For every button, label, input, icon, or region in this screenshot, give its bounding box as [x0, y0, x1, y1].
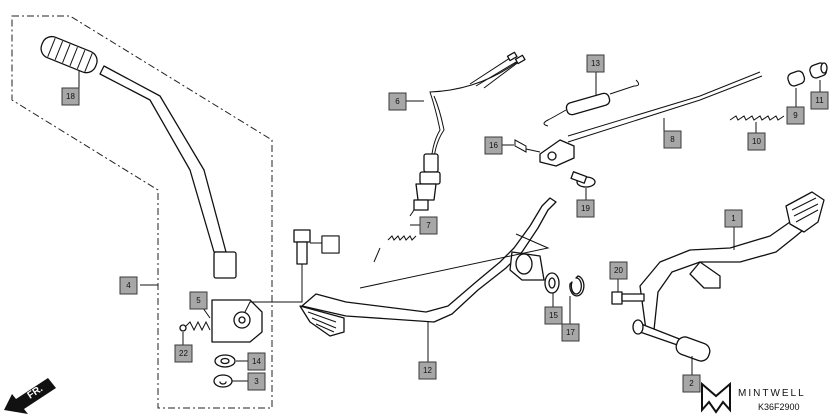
- callout-empty: [321, 235, 340, 254]
- brand-name: MINTWELL: [738, 388, 806, 399]
- brake-spring: [729, 115, 785, 121]
- callout-13: 13: [586, 54, 605, 73]
- callout-22: 22: [174, 344, 193, 363]
- svg-text:1: 1: [731, 214, 736, 223]
- detent-ball: [179, 324, 187, 332]
- svg-text:4: 4: [126, 281, 131, 290]
- joint: [809, 62, 828, 79]
- svg-text:2: 2: [689, 379, 694, 388]
- joint-pin: [570, 171, 596, 188]
- svg-text:13: 13: [591, 59, 600, 68]
- svg-text:6: 6: [395, 97, 400, 106]
- callout-12: 12: [418, 361, 437, 380]
- callout-6: 6: [388, 92, 407, 111]
- svg-text:5: 5: [196, 296, 201, 305]
- callout-11: 11: [810, 91, 829, 110]
- callout-17: 17: [561, 323, 580, 342]
- shift-arm-clamp: [211, 299, 263, 343]
- svg-text:22: 22: [179, 349, 188, 358]
- svg-text:17: 17: [566, 328, 575, 337]
- front-direction-arrow: FR.: [4, 378, 56, 414]
- callout-5: 5: [189, 291, 208, 310]
- callout-7: 7: [419, 216, 438, 235]
- svg-text:7: 7: [426, 221, 431, 230]
- footrest-bracket: [639, 191, 825, 331]
- footrest-peg: [632, 319, 711, 362]
- svg-text:9: 9: [793, 111, 798, 120]
- detent-spring: [185, 320, 211, 332]
- callout-2: 2: [682, 374, 701, 393]
- callout-14: 14: [247, 352, 266, 371]
- return-spring: [543, 79, 640, 127]
- callout-20: 20: [609, 261, 628, 280]
- svg-text:18: 18: [66, 92, 75, 101]
- callout-4: 4: [119, 276, 138, 295]
- callout-3: 3: [247, 372, 266, 391]
- circlip: [213, 374, 233, 388]
- pedal-circlip: [569, 275, 585, 297]
- svg-text:3: 3: [254, 377, 259, 386]
- switch-spring: [387, 235, 417, 241]
- callout-18: 18: [61, 87, 80, 106]
- bracket-bolt: [611, 291, 645, 305]
- brake-pedal: [299, 197, 557, 337]
- leader-lines: [78, 70, 821, 382]
- diagram-code: K36F2900: [758, 402, 800, 412]
- svg-text:14: 14: [252, 357, 261, 366]
- svg-text:8: 8: [670, 135, 675, 144]
- callout-1: 1: [724, 209, 743, 228]
- svg-text:19: 19: [581, 204, 590, 213]
- svg-text:11: 11: [815, 96, 824, 105]
- callout-9: 9: [786, 106, 805, 125]
- svg-text:15: 15: [549, 311, 558, 320]
- brake-rod: [539, 71, 763, 167]
- svg-text:12: 12: [423, 366, 432, 375]
- mintwell-logo: MINTWELL K36F2900: [701, 381, 806, 414]
- svg-text:16: 16: [489, 141, 498, 150]
- callout-8: 8: [663, 130, 682, 149]
- callout-19: 19: [576, 199, 595, 218]
- callout-16: 16: [484, 136, 503, 155]
- callout-10: 10: [747, 132, 766, 151]
- adjust-nut: [787, 70, 806, 87]
- gear-shift-frame: [11, 15, 273, 409]
- svg-text:20: 20: [614, 266, 623, 275]
- gear-shift-lever: [40, 35, 237, 279]
- callout-15: 15: [544, 306, 563, 325]
- switch-cable: [413, 51, 526, 211]
- svg-text:10: 10: [752, 137, 761, 146]
- cotter-pin: [514, 139, 541, 153]
